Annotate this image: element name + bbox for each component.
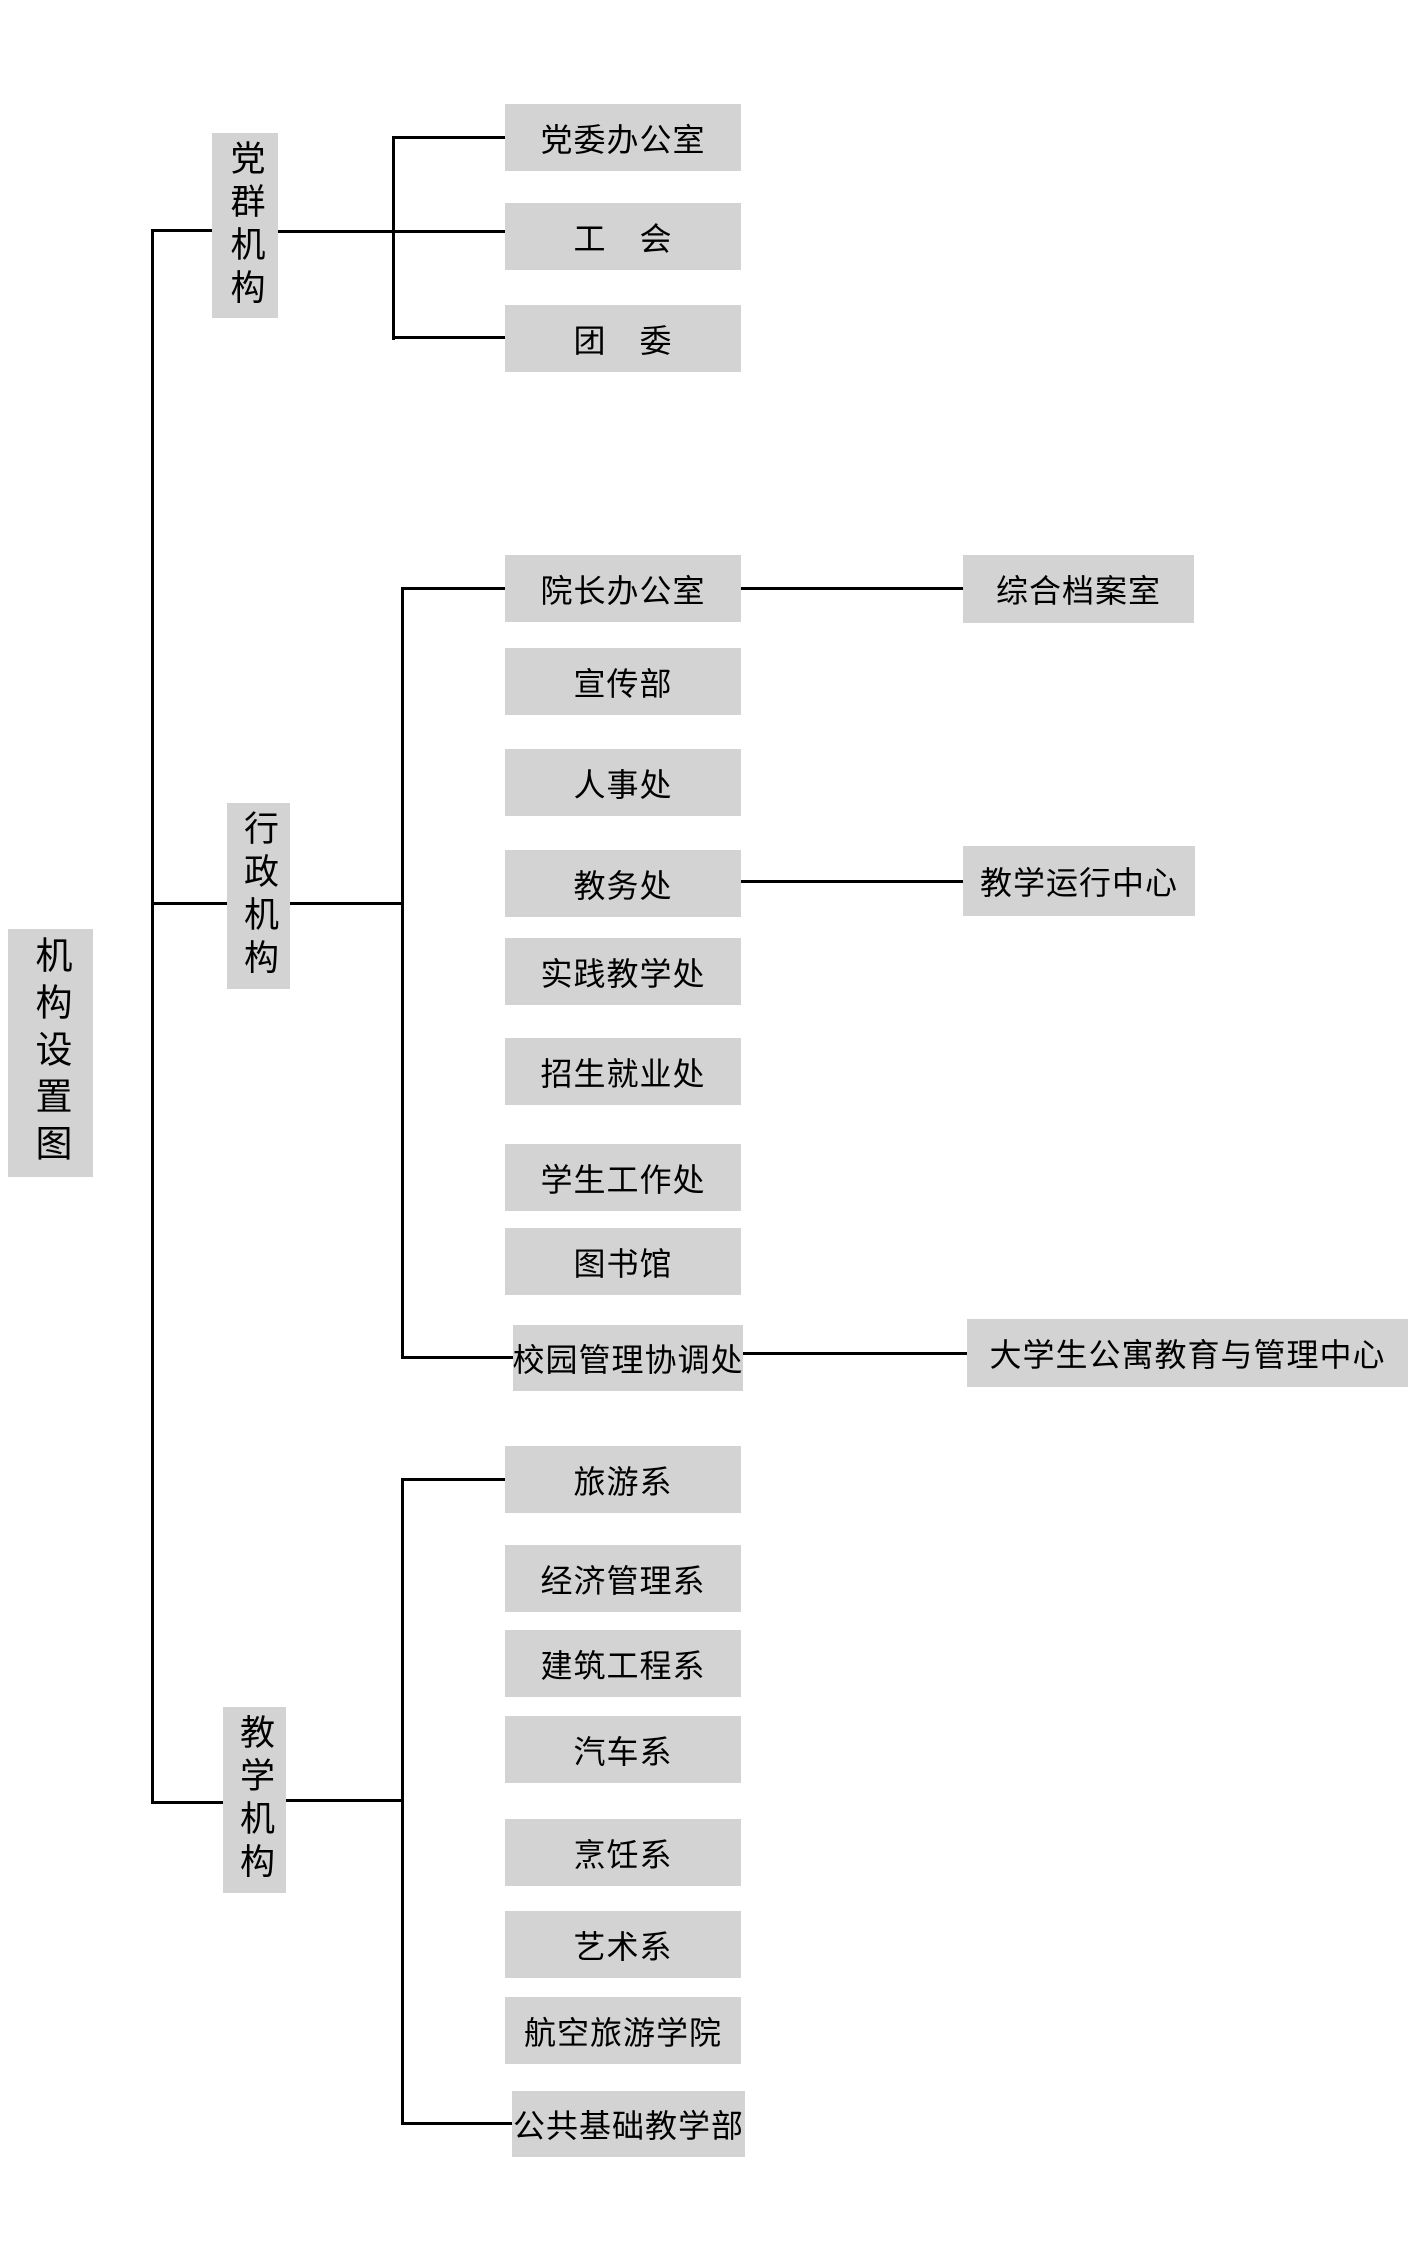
connector-campus-management-to-apartment-center [743, 1352, 967, 1355]
connector-party-to-children [278, 230, 505, 233]
connector-stub-campus-management [401, 1356, 513, 1359]
node-automotive-dept: 汽车系 [505, 1716, 741, 1783]
node-labor-union: 工 会 [505, 203, 741, 270]
node-org-chart-root: 机构设置图 [8, 929, 93, 1177]
node-student-affairs-office: 学生工作处 [505, 1144, 741, 1211]
node-teaching-organs: 教学机构 [223, 1707, 286, 1893]
node-youth-league: 团 委 [505, 305, 741, 372]
node-arts-dept: 艺术系 [505, 1911, 741, 1978]
node-admissions-employment-office: 招生就业处 [505, 1038, 741, 1105]
node-academic-affairs-office: 教务处 [505, 850, 741, 917]
connector-party-bracket-vertical [392, 136, 395, 340]
node-president-office: 院长办公室 [505, 555, 741, 622]
connector-teaching-bracket-vertical [401, 1478, 404, 2125]
node-comprehensive-archives: 综合档案室 [963, 555, 1194, 623]
connector-stub-party-committee-office [392, 136, 505, 139]
connector-stub-president-office [401, 587, 505, 590]
connector-trunk-to-party [151, 229, 212, 232]
node-economics-management-dept: 经济管理系 [505, 1545, 741, 1612]
connector-stub-youth-league [392, 336, 505, 339]
node-publicity-dept: 宣传部 [505, 648, 741, 715]
connector-trunk-to-admin [151, 902, 227, 905]
connector-trunk-to-teaching [151, 1801, 223, 1804]
node-library: 图书馆 [505, 1228, 741, 1295]
connector-admin-to-children [290, 902, 403, 905]
node-teaching-operation-center: 教学运行中心 [963, 846, 1195, 916]
node-party-mass-organs: 党群机构 [212, 133, 278, 318]
connector-academic-affairs-to-teaching-center [741, 880, 963, 883]
connector-president-office-to-archives [741, 587, 963, 590]
node-aviation-tourism-college: 航空旅游学院 [505, 1997, 741, 2064]
connector-admin-bracket-vertical [401, 587, 404, 1359]
node-personnel-dept: 人事处 [505, 749, 741, 816]
connector-stub-public-basic-teaching [401, 2122, 512, 2125]
node-public-basic-teaching-dept: 公共基础教学部 [512, 2091, 745, 2157]
node-administrative-organs: 行政机构 [227, 803, 290, 989]
connector-stub-tourism-dept [401, 1478, 505, 1481]
node-party-committee-office: 党委办公室 [505, 104, 741, 171]
node-student-apartment-center: 大学生公寓教育与管理中心 [967, 1319, 1408, 1387]
node-tourism-dept: 旅游系 [505, 1446, 741, 1513]
node-practical-teaching-office: 实践教学处 [505, 938, 741, 1005]
node-construction-engineering-dept: 建筑工程系 [505, 1630, 741, 1697]
connector-trunk-vertical [151, 230, 154, 1804]
node-culinary-dept: 烹饪系 [505, 1819, 741, 1886]
node-campus-management-office: 校园管理协调处 [513, 1325, 743, 1391]
connector-teaching-to-children [286, 1799, 403, 1802]
